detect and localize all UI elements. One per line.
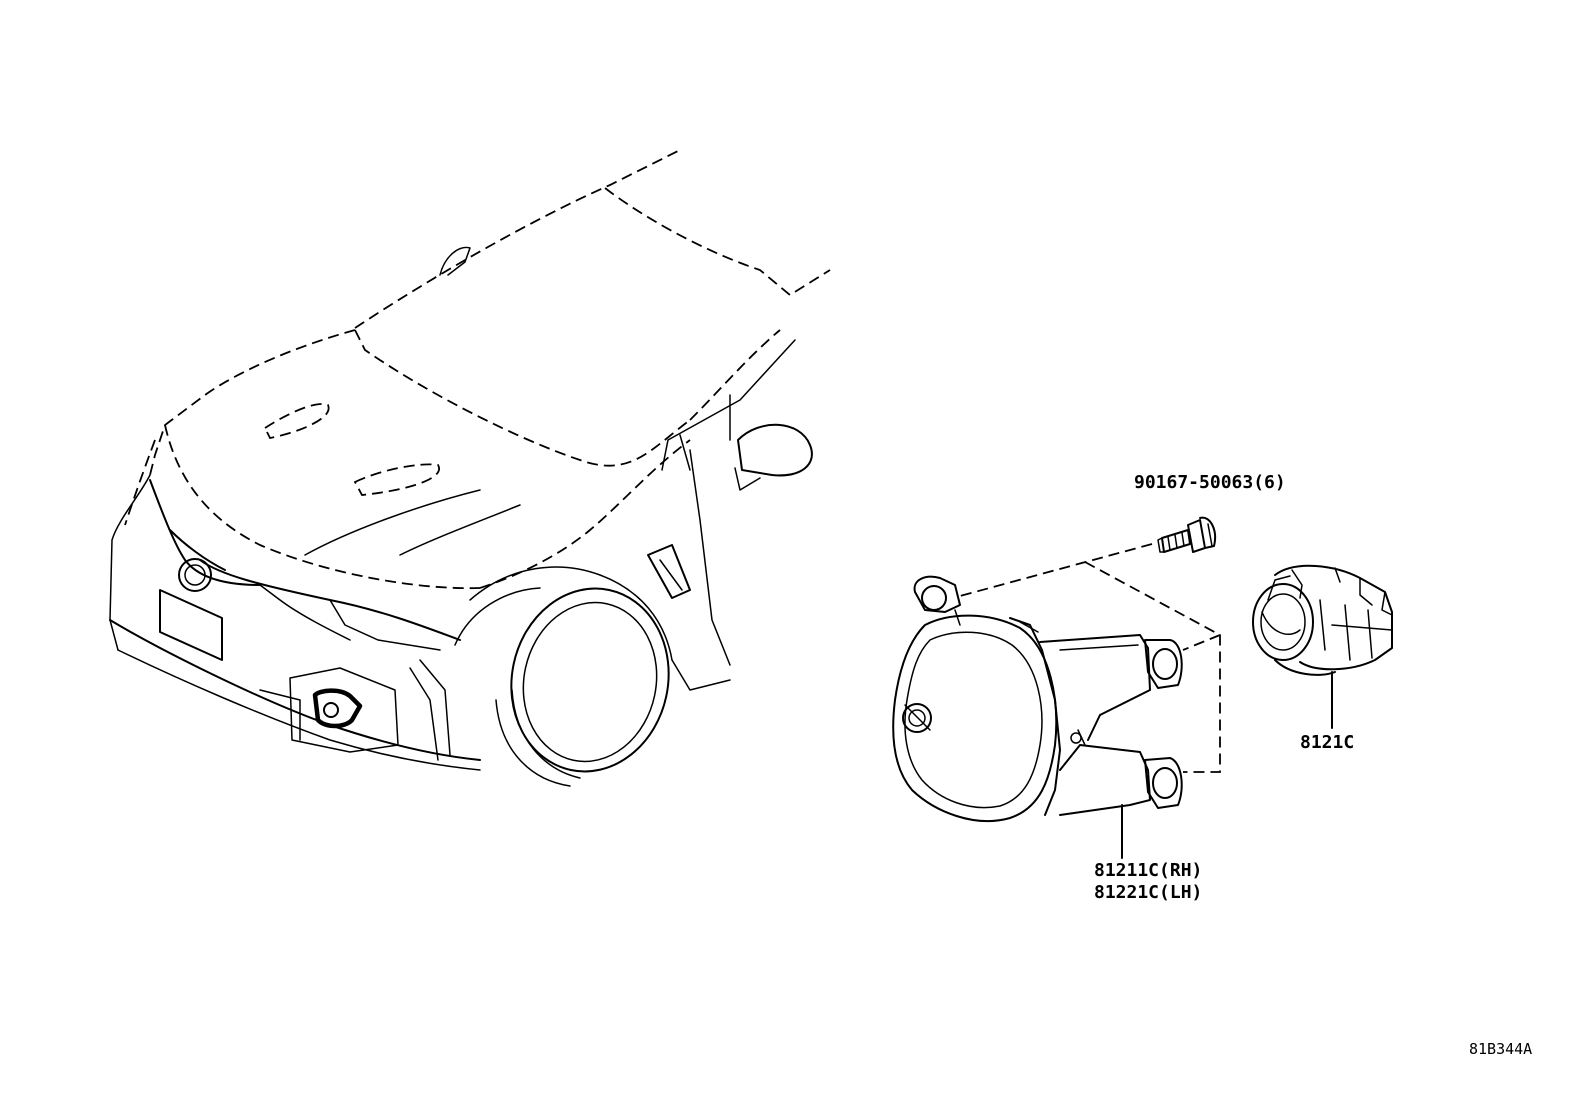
fog-lamp-lh-label: 81221C(LH) [1094, 882, 1202, 903]
vehicle-front-illustration [109, 149, 831, 787]
bolt-part-label: 90167-50063(6) [1134, 472, 1286, 493]
fog-lamp-assembly-part [892, 543, 1221, 859]
bulb-socket-part [1252, 564, 1393, 729]
fog-lamp-rh-label: 81211C(RH) [1094, 860, 1202, 881]
diagram-code-label: 81B344A [1469, 1040, 1532, 1058]
socket-part-label: 8121C [1300, 732, 1354, 753]
bolt-part [1157, 516, 1216, 553]
